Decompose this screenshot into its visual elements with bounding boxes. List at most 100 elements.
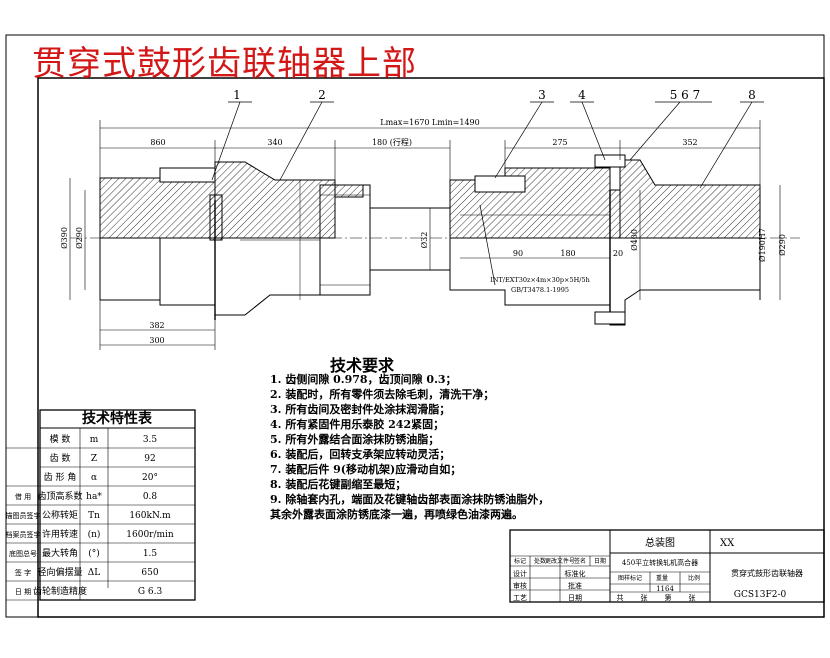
spec-row-name: 许用转速 — [42, 528, 78, 540]
dim-phi390: Ø390 — [60, 227, 69, 249]
right-sleeve-exterior — [449, 185, 761, 326]
part-name: 贯穿式鼓形齿联轴器 — [731, 568, 803, 578]
spec-row-value: 92 — [144, 454, 155, 464]
dim-phi32: Ø32 — [420, 232, 429, 249]
spec-row-value: 650 — [141, 568, 158, 578]
side-label: 描图员签字 — [6, 511, 41, 520]
spec-row-name: 最大转角 — [42, 547, 78, 559]
title-block-header-label: 更改文件号 — [545, 557, 575, 565]
title-block-stage-labels: 图样标记重量比例 — [618, 574, 700, 582]
requirements-heading: 技术要求 — [330, 356, 395, 375]
spec-row-symbol: (°) — [88, 548, 100, 559]
side-label: 档案员签字 — [6, 530, 41, 539]
spec-row-name: 径向偏摆量 — [37, 566, 82, 578]
callout-2: 2 — [318, 88, 326, 102]
requirement-item: 3. 所有齿间及密封件处涂抹润滑脂； — [270, 403, 451, 416]
spec-row-value: 1600r/min — [126, 530, 174, 540]
title-block-sheet-labels: 共张第张 — [617, 593, 696, 602]
side-label: 签 字 — [15, 568, 31, 577]
weight-value: 1164 — [656, 585, 674, 593]
callout-4: 4 — [578, 88, 586, 102]
requirement-item: 5. 所有外露结合面涂抹防锈油脂； — [270, 433, 440, 446]
title-block-row-label: 设计 — [513, 569, 527, 578]
requirement-item: 8. 装配后花键副缩至最短； — [270, 478, 407, 491]
spec-row-value: 20° — [142, 473, 158, 483]
callout-1: 1 — [233, 88, 241, 102]
title-block-sheet-label: 第 — [665, 593, 672, 602]
drawing-title: 贯穿式鼓形齿联轴器上部 — [32, 44, 417, 84]
left-hub-section — [99, 161, 336, 241]
dimension-texts: Lmax=1670 Lmin=1490 860 340 180 (行程) 275… — [60, 118, 787, 345]
product-name: 450平立转换轧机高合器 — [622, 558, 698, 567]
requirement-item: 4. 所有紧固件用乐泰胶 242紧固； — [270, 418, 445, 431]
callout-3: 3 — [538, 88, 546, 102]
requirement-item: 其余外露表面涂防锈底漆一遍，再喷绿色油漆两遍。 — [270, 508, 523, 521]
dim-340: 340 — [267, 138, 282, 147]
callout-8: 8 — [748, 88, 756, 102]
title-block-header-label: 日期 — [594, 557, 606, 565]
dim-275: 275 — [552, 138, 567, 147]
spec-row-symbol: ha* — [86, 492, 102, 502]
spec-rows: 模 数 m 3.5 齿 数 Z 92 齿 形 角 α 20° 齿顶高系数 ha* 0.8 公称转矩 Tn 1… — [33, 433, 174, 597]
title-block-header-label: 签名 — [574, 557, 586, 565]
spec-row-name: 齿顶高系数 — [37, 490, 82, 502]
spec-row-symbol: Tn — [88, 511, 100, 521]
spec-row-symbol: (n) — [88, 529, 101, 540]
spec-row-value: 3.5 — [143, 435, 158, 445]
dim-phi290: Ø290 — [75, 227, 84, 249]
title-block-row-label: 批准 — [568, 581, 582, 590]
title-block-sheet-label: 共 — [617, 593, 624, 602]
title-block-header-label: 标记 — [514, 557, 526, 565]
spline-spec-2: GB/T3478.1-1995 — [511, 286, 569, 294]
spec-table-heading: 技术特性表 — [82, 410, 153, 427]
title-block-row-label: 审核 — [513, 581, 527, 590]
spline-spec-1: INT/EXT30z×4m×30p×5H/5h — [490, 276, 590, 284]
title-block — [509, 529, 825, 603]
spec-row-name: 齿轮制造精度 — [33, 585, 87, 597]
title-block-stage-label: 重量 — [656, 574, 668, 582]
title-block-header-label: 处数 — [534, 557, 546, 565]
side-label: 借 用 — [15, 492, 31, 501]
spec-row-symbol: Z — [91, 454, 97, 464]
dim-90: 90 — [513, 249, 523, 258]
dim-lmax: Lmax=1670 Lmin=1490 — [380, 118, 479, 127]
spec-row-value: G 6.3 — [138, 587, 163, 597]
dimension-lines — [69, 120, 781, 350]
spec-row-symbol: α — [91, 473, 97, 483]
spec-row-symbol: ΔL — [88, 568, 100, 578]
spec-row-symbol: m — [90, 435, 99, 445]
spec-row-name: 齿 形 角 — [44, 471, 77, 483]
dim-300: 300 — [149, 336, 164, 345]
dim-20: 20 — [613, 249, 623, 258]
spec-table — [5, 409, 196, 601]
dim-phi400: Ø400 — [630, 229, 639, 251]
right-sleeve-section — [449, 154, 761, 239]
dim-860: 860 — [150, 138, 165, 147]
spec-row-name: 齿 数 — [50, 452, 71, 464]
spec-row-name: 公称转矩 — [42, 509, 78, 521]
dim-phi290-right: Ø290 — [778, 234, 787, 256]
callout-leaders — [211, 101, 764, 286]
title-block-row-label: 工艺 — [513, 594, 527, 602]
title-block-header-labels: 标记处数更改文件号签名日期 — [514, 557, 606, 565]
title-block-row-label: 日期 — [568, 594, 582, 602]
dim-phi190: Ø190H7 — [758, 228, 767, 262]
title-block-row-label: 标准化 — [565, 569, 586, 578]
spline-shaft — [319, 184, 451, 296]
spec-row-name: 模 数 — [50, 433, 71, 445]
drawing-number: GCS13F2-0 — [734, 590, 787, 600]
requirement-item: 2. 装配时，所有零件须去除毛刺，清洗干净； — [270, 388, 495, 401]
dim-382: 382 — [149, 321, 164, 330]
requirements-list: 1. 齿侧间隙 0.978，齿顶间隙 0.3；2. 装配时，所有零件须去除毛刺，… — [270, 372, 549, 522]
left-hub-exterior — [99, 178, 321, 320]
title-block-stage-label: 比例 — [688, 574, 700, 582]
side-label: 日 期 — [15, 588, 31, 596]
spec-row-value: 1.5 — [143, 549, 158, 559]
spec-row-value: 0.8 — [143, 492, 158, 502]
drawing-name: 总装图 — [645, 536, 675, 549]
callout-5-6-7: 5 6 7 — [670, 88, 701, 102]
